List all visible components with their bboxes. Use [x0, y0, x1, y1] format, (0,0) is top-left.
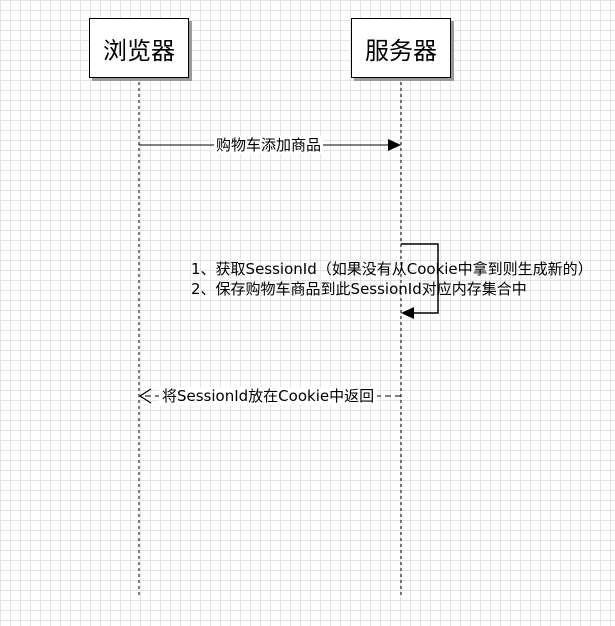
return-arrowhead [138, 388, 152, 404]
browser-participant-label: 浏览器 [103, 36, 175, 65]
return-session-label: 将SessionId放在Cookie中返回 [159, 387, 378, 405]
self-message-line [401, 243, 439, 314]
server-participant-label: 服务器 [365, 36, 437, 65]
self-step-2-label: 2、保存购物车商品到此SessionId对应内存集合中 [191, 280, 527, 298]
self-step-1-label: 1、获取SessionId（如果没有从Cookie中拿到则生成新的） [191, 260, 593, 278]
add-to-cart-arrowhead [388, 139, 401, 151]
add-to-cart-label: 购物车添加商品 [214, 136, 324, 154]
browser-participant: 浏览器 [89, 18, 189, 78]
server-participant: 服务器 [351, 18, 451, 78]
self-message-arrowhead [401, 307, 414, 319]
